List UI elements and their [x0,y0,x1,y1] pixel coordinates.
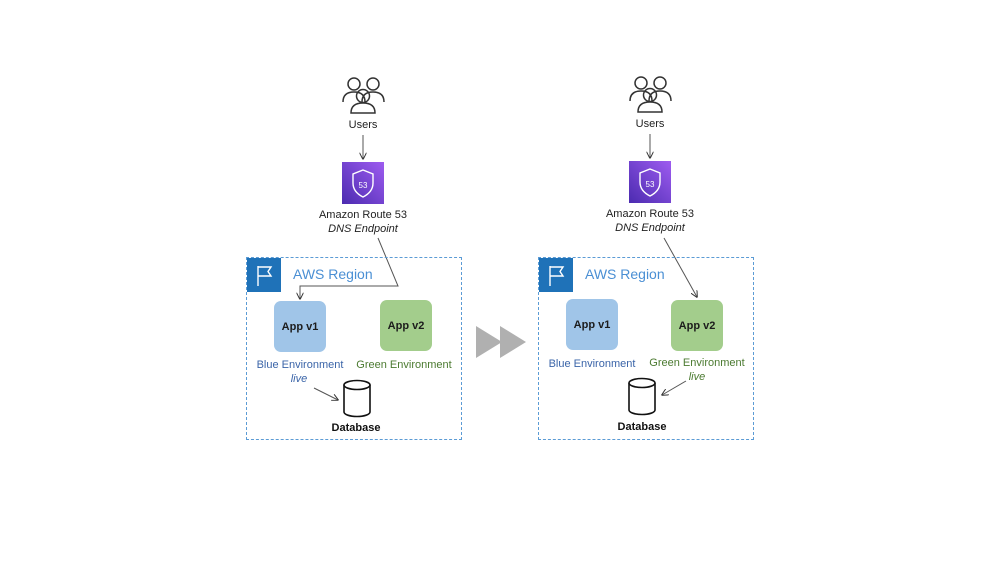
live-to-database-arrow [313,387,338,400]
route53-icon: 53 [342,162,384,204]
region-flag-icon [539,258,573,292]
svg-text:53: 53 [359,181,368,190]
live-label: live [688,371,706,383]
region-title: AWS Region [293,266,373,282]
dns-endpoint-label: DNS Endpoint [328,223,398,235]
aws-region-box: AWS Region [538,257,754,440]
green-environment-label: Green Environment [356,359,452,371]
green-environment-label: Green Environment [649,357,745,369]
dns-to-app-v1-arrow [300,237,399,299]
app-v2-box: App v2 [380,300,432,351]
database-label: Database [331,422,381,434]
live-label: live [290,373,308,385]
database-label: Database [617,421,667,433]
aws-region-box: AWS Region [246,257,462,440]
app-v1-label: App v1 [281,320,319,333]
app-v1-box: App v1 [274,301,326,352]
app-v1-box: App v1 [566,299,618,350]
app-v2-box: App v2 [671,300,723,351]
route53-label: Amazon Route 53 [605,208,695,220]
database-icon [343,379,371,418]
region-title: AWS Region [585,266,665,282]
region-flag-icon [247,258,281,292]
app-v1-label: App v1 [573,318,611,331]
users-label: Users [348,119,378,131]
users-icon [342,77,385,114]
users-label: Users [635,118,665,130]
app-v2-label: App v2 [678,319,716,332]
blue-environment-label: Blue Environment [548,358,636,370]
route53-label: Amazon Route 53 [318,209,408,221]
dns-endpoint-label: DNS Endpoint [615,222,685,234]
app-v2-label: App v2 [387,319,425,332]
blue-environment-label: Blue Environment [256,359,344,371]
